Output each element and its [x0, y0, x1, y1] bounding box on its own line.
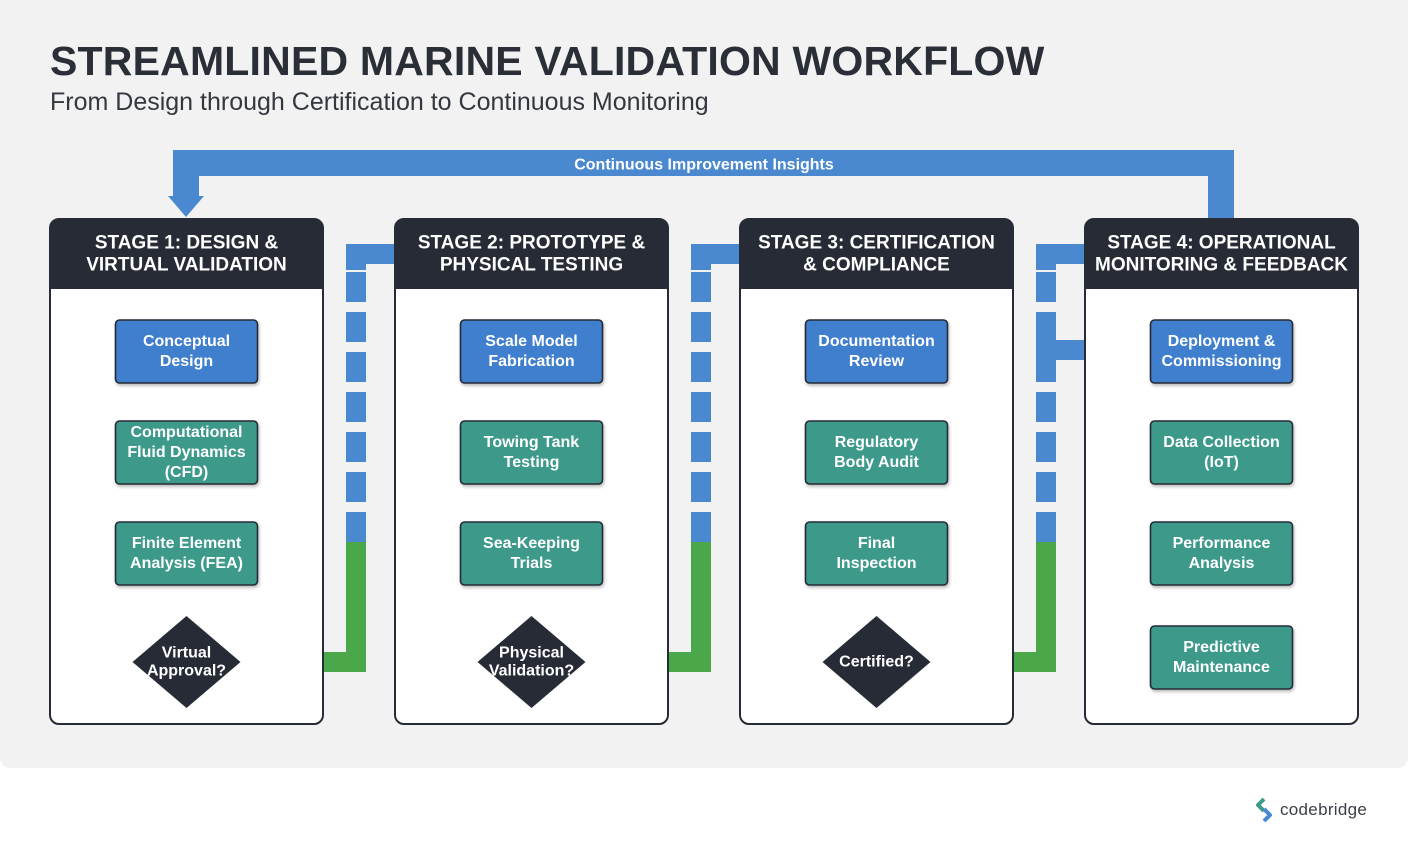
process-box-label: Commissioning: [1161, 353, 1281, 370]
feedback-arrowhead: [168, 196, 204, 217]
feedback-arrow-path: [173, 150, 1234, 222]
process-box-label: Finite Element: [132, 535, 242, 552]
process-box-label: Performance: [1173, 535, 1271, 552]
codebridge-logo: codebridge: [1254, 797, 1367, 823]
process-box: Deployment & Commissioning: [1149, 319, 1294, 384]
stage-header-title: STAGE 1: DESIGN &: [95, 233, 279, 254]
decision-label: Virtual: [162, 645, 212, 662]
stage-header-title: & COMPLIANCE: [803, 255, 950, 276]
codebridge-logo-icon: [1256, 797, 1272, 823]
process-box-label: Data Collection: [1163, 434, 1279, 451]
stage-header-title: STAGE 2: PROTOTYPE &: [418, 233, 646, 254]
process-box-label: Final: [858, 535, 895, 552]
feedback-label: Continuous Improvement Insights: [574, 157, 834, 174]
stage-header-title: PHYSICAL TESTING: [440, 255, 623, 276]
process-box-rect: [1149, 521, 1294, 586]
decision-shape: [477, 616, 586, 708]
process-box-label: Regulatory: [835, 434, 919, 451]
process-box-label: Predictive: [1183, 639, 1260, 656]
process-box-label: Sea-Keeping: [483, 535, 580, 552]
process-box-label: Maintenance: [1173, 659, 1270, 676]
process-box-label: Conceptual: [143, 333, 230, 350]
process-box-label: Analysis: [1189, 555, 1255, 572]
process-box-rect: [459, 521, 604, 586]
decision-shape: [822, 616, 931, 708]
process-box-label: Documentation: [818, 333, 934, 350]
process-box-label: Inspection: [836, 555, 916, 572]
process-box-label: Computational: [131, 424, 243, 441]
process-box-label: Review: [849, 353, 905, 370]
stage-header: [50, 219, 323, 289]
stage-header-title: STAGE 4: OPERATIONAL: [1107, 233, 1336, 254]
process-box-label: Fluid Dynamics: [127, 444, 245, 461]
diagram-title: STREAMLINED MARINE VALIDATION WORKFLOW: [50, 38, 1045, 84]
stage-header-title: VIRTUAL VALIDATION: [86, 255, 287, 276]
stage-header: [740, 219, 1013, 289]
process-box-label: Scale Model: [485, 333, 577, 350]
stage-header: [1085, 219, 1358, 289]
yes-arrow-blue: [346, 244, 412, 270]
process-box-rect: [804, 420, 949, 485]
continuous-improvement-loop: Continuous Improvement Insights: [168, 150, 1234, 222]
diagram-subtitle: From Design through Certification to Con…: [50, 88, 709, 116]
process-box-rect: [804, 319, 949, 384]
stage-header: [395, 219, 668, 289]
process-box-rect: [114, 420, 259, 485]
process-box-rect: [1149, 420, 1294, 485]
process-box-rect: [114, 521, 259, 586]
stage-header-title: MONITORING & FEEDBACK: [1095, 255, 1348, 276]
workflow-diagram: Continuous Improvement InsightsNOYESNOYE…: [49, 150, 1359, 725]
process-box-label: Design: [160, 353, 213, 370]
process-box-rect: [1149, 625, 1294, 690]
decision-label: Physical: [499, 645, 564, 662]
yes-arrow-blue: [691, 244, 757, 270]
process-box-label: (IoT): [1204, 454, 1239, 471]
decision-label: Validation?: [489, 663, 574, 680]
yes-arrow-blue: [1036, 244, 1102, 270]
process-box-label: Trials: [511, 555, 553, 572]
process-box-label: Testing: [504, 454, 560, 471]
decision-label: Certified?: [839, 654, 914, 671]
process-box-label: Towing Tank: [484, 434, 580, 451]
logo-text: codebridge: [1280, 800, 1368, 819]
process-box: Data Collection (IoT): [1149, 420, 1294, 485]
stage-header-title: STAGE 3: CERTIFICATION: [758, 233, 995, 254]
process-box-label: Deployment &: [1168, 333, 1276, 350]
process-box-rect: [1149, 319, 1294, 384]
decision-shape: [132, 616, 241, 708]
decision-diamond: Certified?: [822, 616, 931, 708]
process-box-label: Fabrication: [488, 353, 574, 370]
process-box-rect: [459, 319, 604, 384]
process-box-rect: [804, 521, 949, 586]
process-box-rect: [114, 319, 259, 384]
process-box-label: (CFD): [165, 464, 209, 481]
process-box-rect: [459, 420, 604, 485]
process-box-label: Analysis (FEA): [130, 555, 243, 572]
decision-label: Approval?: [147, 663, 226, 680]
process-box-label: Body Audit: [834, 454, 919, 471]
